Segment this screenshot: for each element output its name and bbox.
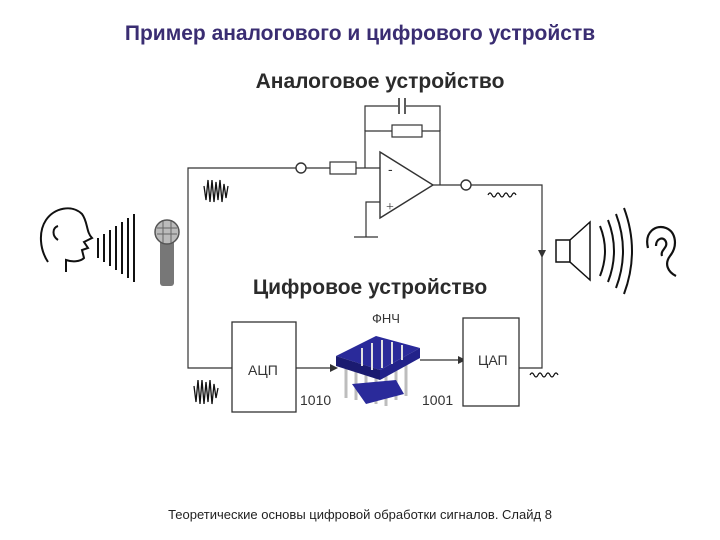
dac-block xyxy=(462,317,520,407)
analog-device-heading: Аналоговое устройство xyxy=(255,70,505,93)
svg-text:+: + xyxy=(386,200,394,215)
adc-block xyxy=(231,321,297,413)
filter-label: ФНЧ xyxy=(372,311,400,326)
digital-input-waveform-icon xyxy=(193,379,219,405)
input-code: 1010 xyxy=(300,392,332,408)
output-terminal-icon xyxy=(460,179,472,191)
speaking-head-icon xyxy=(40,207,94,272)
svg-text:-: - xyxy=(388,161,393,177)
input-wiring xyxy=(187,105,543,369)
feedback-resistor-icon xyxy=(391,124,423,138)
input-resistor-icon xyxy=(329,161,357,175)
sound-waves-icon xyxy=(599,207,633,295)
adc-label: АЦП xyxy=(248,362,278,378)
input-waveform-icon xyxy=(203,179,229,203)
microphone-icon xyxy=(154,219,180,286)
dac-label: ЦАП xyxy=(478,352,508,368)
analog-output-waveform-icon xyxy=(487,192,517,198)
feedback-capacitor-icon xyxy=(398,98,406,114)
speaker-icon xyxy=(555,220,591,282)
digital-device-heading: Цифровое устройство xyxy=(252,276,488,299)
input-terminal-icon xyxy=(295,162,307,174)
digital-output-waveform-icon xyxy=(529,372,559,378)
slide-footer: Теоретические основы цифровой обработки … xyxy=(168,507,552,522)
slide-title: Пример аналогового и цифрового устройств xyxy=(124,22,596,45)
speech-waves-icon xyxy=(97,214,135,282)
output-code: 1001 xyxy=(422,392,454,408)
chip-icon xyxy=(336,336,420,406)
ear-icon xyxy=(646,225,677,277)
op-amp-icon xyxy=(379,150,435,220)
